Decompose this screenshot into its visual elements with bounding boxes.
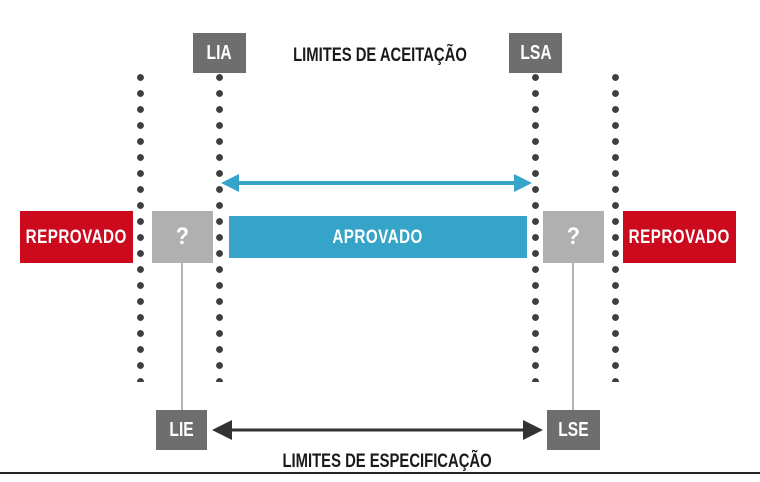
- zone-reprovado-left-label: REPROVADO: [25, 226, 128, 248]
- limit-box-lia-label: LIA: [206, 42, 233, 64]
- limit-box-lie-label: LIE: [169, 419, 194, 441]
- zone-unknown-right-label: ?: [566, 223, 581, 250]
- zone-aprovado[interactable]: APROVADO: [229, 216, 527, 258]
- dotted-guide-lsa: [532, 74, 539, 382]
- limit-box-lsa-label: LSA: [519, 42, 552, 64]
- limit-box-lsa[interactable]: LSA: [509, 33, 562, 73]
- connector-stem-left: [181, 263, 183, 411]
- limit-box-lia[interactable]: LIA: [193, 33, 246, 73]
- bottom-divider: [0, 472, 760, 474]
- limit-box-lie[interactable]: LIE: [156, 410, 207, 450]
- limit-box-lse-label: LSE: [558, 419, 589, 441]
- specification-limits-title: LIMITES DE ESPECIFICAÇÃO: [282, 451, 492, 472]
- limit-box-lse[interactable]: LSE: [547, 410, 600, 450]
- dotted-guide-lse: [612, 74, 619, 382]
- zone-reprovado-right[interactable]: REPROVADO: [623, 211, 736, 263]
- zone-unknown-left[interactable]: ?: [152, 211, 213, 263]
- zone-aprovado-label: APROVADO: [332, 226, 424, 248]
- acceptance-limits-title: LIMITES DE ACEITAÇÃO: [293, 45, 467, 66]
- dotted-guide-lie: [137, 74, 144, 382]
- zone-unknown-right[interactable]: ?: [543, 211, 604, 263]
- zone-unknown-left-label: ?: [175, 223, 190, 250]
- dotted-guide-lia: [216, 74, 223, 382]
- zone-reprovado-right-label: REPROVADO: [628, 226, 731, 248]
- specification-range-arrow: [212, 420, 543, 440]
- zone-reprovado-left[interactable]: REPROVADO: [20, 211, 133, 263]
- connector-stem-right: [572, 263, 574, 411]
- acceptance-range-arrow: [221, 174, 532, 192]
